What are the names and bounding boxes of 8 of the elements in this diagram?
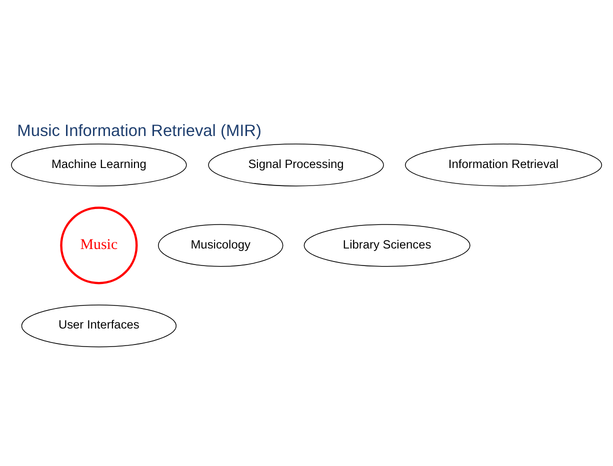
node-ellipse: User Interfaces bbox=[21, 304, 177, 347]
node-ellipse: Musicology bbox=[158, 224, 284, 266]
diagram-title: Music Information Retrieval (MIR) bbox=[17, 122, 262, 140]
node-ellipse: Information Retrieval bbox=[404, 143, 602, 186]
node-ellipse: Signal Processing bbox=[208, 143, 384, 186]
node-ellipse: Machine Learning bbox=[11, 143, 187, 186]
node-circle: Music bbox=[60, 206, 138, 284]
node-ellipse: Library Sciences bbox=[304, 224, 470, 266]
